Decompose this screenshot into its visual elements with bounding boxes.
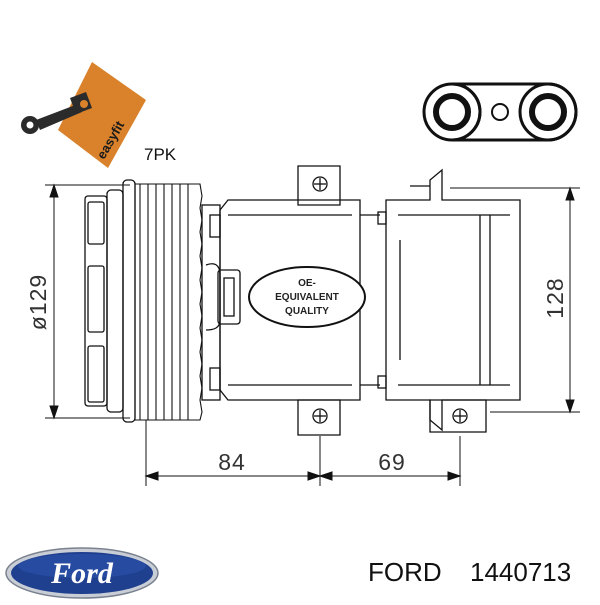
diameter-dimension: ø129 <box>25 274 51 330</box>
height-dimension: 128 <box>542 277 568 318</box>
dimension-lines <box>45 183 580 486</box>
part-brand: FORD <box>368 557 442 587</box>
rear-length-dimension: 69 <box>378 449 406 475</box>
easyfit-badge <box>58 62 146 168</box>
oe-badge-line2: EQUIVALENT <box>275 292 339 303</box>
oe-quality-badge: OE- EQUIVALENT QUALITY <box>248 266 366 328</box>
wrench-icon <box>21 92 92 134</box>
front-length-dimension: 84 <box>218 449 246 475</box>
oe-badge-line3: QUALITY <box>285 306 329 317</box>
part-number: 1440713 <box>470 557 571 587</box>
ford-logo: Ford <box>5 547 159 599</box>
belt-profile-label: 7PK <box>144 145 177 164</box>
ford-wordmark: Ford <box>50 557 114 590</box>
compressor-side-view <box>84 165 521 436</box>
oe-badge-line1: OE- <box>298 278 316 289</box>
rear-view-drawing <box>422 82 578 142</box>
easyfit-logo: easyfit <box>21 62 146 168</box>
